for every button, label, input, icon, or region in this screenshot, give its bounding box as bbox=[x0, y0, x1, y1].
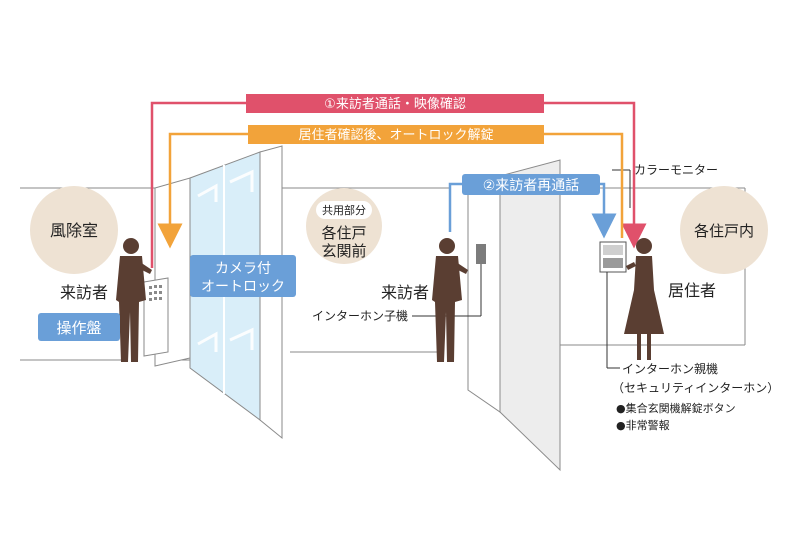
visitor-lobby-figure bbox=[116, 238, 152, 362]
svg-text:オートロック: オートロック bbox=[201, 279, 285, 295]
area-common-badge: 共用部分 bbox=[316, 201, 372, 219]
intercom-sub-label: インターホン子機 bbox=[312, 308, 408, 323]
security-intercom-label: （セキュリティインターホン） bbox=[612, 381, 779, 395]
area-common: 共用部分 bbox=[322, 203, 366, 217]
resident-label: 居住者 bbox=[668, 281, 716, 300]
svg-text:①来訪者通話・映像確認: ①来訪者通話・映像確認 bbox=[324, 96, 466, 112]
visitor-door-label: 来訪者 bbox=[381, 283, 429, 302]
autolock-label-box: カメラ付 オートロック bbox=[190, 255, 296, 297]
svg-text:②来訪者再通話: ②来訪者再通話 bbox=[483, 177, 580, 194]
area-inside-unit: 各住戸内 bbox=[694, 222, 754, 240]
svg-text:居住者確認後、オートロック解錠: 居住者確認後、オートロック解錠 bbox=[298, 127, 493, 143]
feature-emergency-alarm: ●非常警報 bbox=[616, 418, 670, 432]
area-front-of-unit-line2: 玄関前 bbox=[321, 242, 366, 260]
flow-call-video-label: ①来訪者通話・映像確認 bbox=[246, 94, 544, 113]
visitor-lobby-label: 来訪者 bbox=[60, 283, 108, 302]
area-windbreak-room: 風除室 bbox=[50, 221, 98, 240]
visitor-door-figure bbox=[432, 238, 468, 362]
panel-label-box: 操作盤 bbox=[38, 313, 120, 341]
resident-figure bbox=[624, 238, 664, 360]
control-panel bbox=[143, 277, 169, 357]
color-monitor-label: カラーモニター bbox=[634, 163, 718, 177]
area-front-of-unit-line1: 各住戸 bbox=[321, 224, 366, 242]
intercom-main-label: インターホン親機 bbox=[622, 361, 718, 376]
unit-door bbox=[467, 159, 561, 472]
flow-recall-label: ②来訪者再通話 bbox=[462, 174, 600, 195]
flow-unlock-label: 居住者確認後、オートロック解錠 bbox=[248, 125, 544, 144]
area-circles bbox=[30, 186, 768, 274]
svg-text:カメラ付: カメラ付 bbox=[215, 261, 271, 277]
feature-unlock-button: ●集合玄関機解錠ボタン bbox=[616, 401, 736, 415]
svg-text:操作盤: 操作盤 bbox=[56, 319, 101, 337]
